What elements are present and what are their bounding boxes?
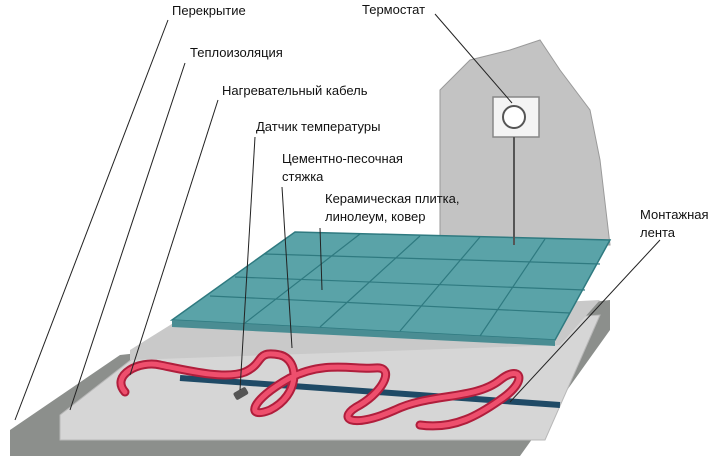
label-tile-line2: линолеум, ковер <box>325 209 425 224</box>
tile-edge <box>172 320 555 346</box>
label-teploizolyaciya: Теплоизоляция <box>190 45 283 60</box>
leader-lines <box>14 13 661 421</box>
label-temperature-sensor: Датчик температуры <box>256 119 380 134</box>
label-mounting-tape-line1: Монтажная <box>640 207 709 222</box>
label-mounting-tape-line2: лента <box>640 225 676 240</box>
label-tile-line1: Керамическая плитка, <box>325 191 459 206</box>
tile-grid <box>209 233 601 337</box>
label-heating-cable: Нагревательный кабель <box>222 83 368 98</box>
label-perekrytie: Перекрытие <box>172 3 246 18</box>
label-screed-line2: стяжка <box>282 169 324 184</box>
temperature-sensor <box>233 387 249 400</box>
wall <box>439 39 611 251</box>
label-screed-line1: Цементно-песочная <box>282 151 403 166</box>
thermostat-dial <box>502 105 526 129</box>
label-thermostat: Термостат <box>362 2 425 17</box>
